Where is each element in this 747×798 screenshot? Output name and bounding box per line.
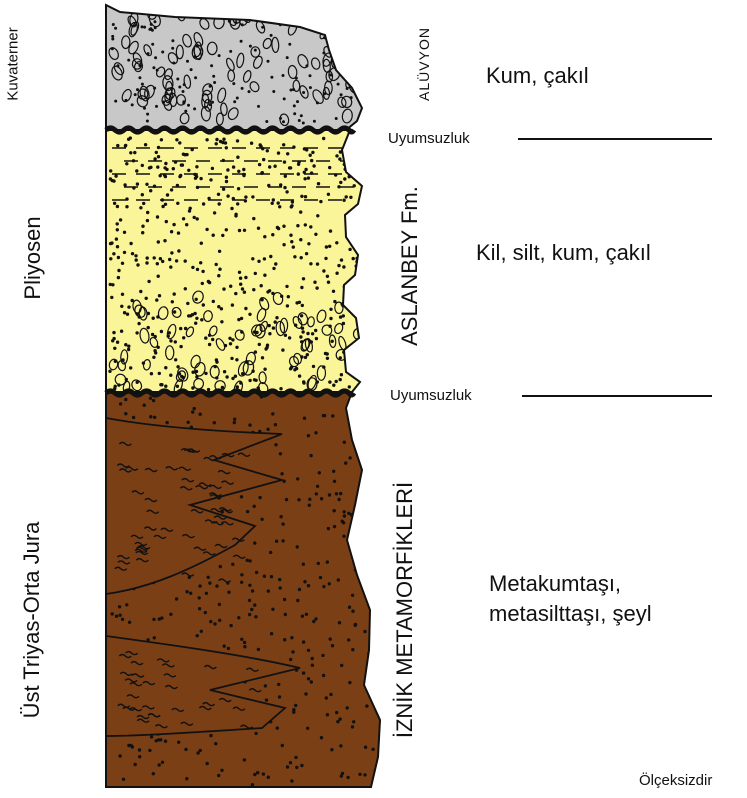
unit-label-iznik: İZNİK METAMORFİKLERİ [392,482,418,738]
lithology-aslanbey: Kil, silt, kum, çakıl [476,240,651,266]
age-label-quaternary: Kuvaterner [5,27,22,100]
unconformity-label-upper: Uyumsuzluk [388,130,470,147]
unconformity-label-lower: Uyumsuzluk [390,387,472,404]
iznik-layer [106,392,381,787]
lithology-iznik-line1: Metakumtaşı, [489,571,621,597]
alluvium-layer [106,5,362,130]
age-label-triassic-jurassic: Üst Triyas-Orta Jura [19,522,45,719]
aslanbey-layer [106,130,364,396]
age-label-pliocene: Pliyosen [20,216,46,299]
lithology-iznik-line2: metasilttaşı, şeyl [489,601,652,627]
unit-label-aslanbey: ASLANBEY Fm. [397,186,423,346]
scale-note: Ölçeksizdir [639,772,712,789]
unit-label-alluvium: ALÜVYON [416,27,432,101]
aslanbey-fill [106,130,362,392]
lithology-alluvium: Kum, çakıl [486,63,589,89]
